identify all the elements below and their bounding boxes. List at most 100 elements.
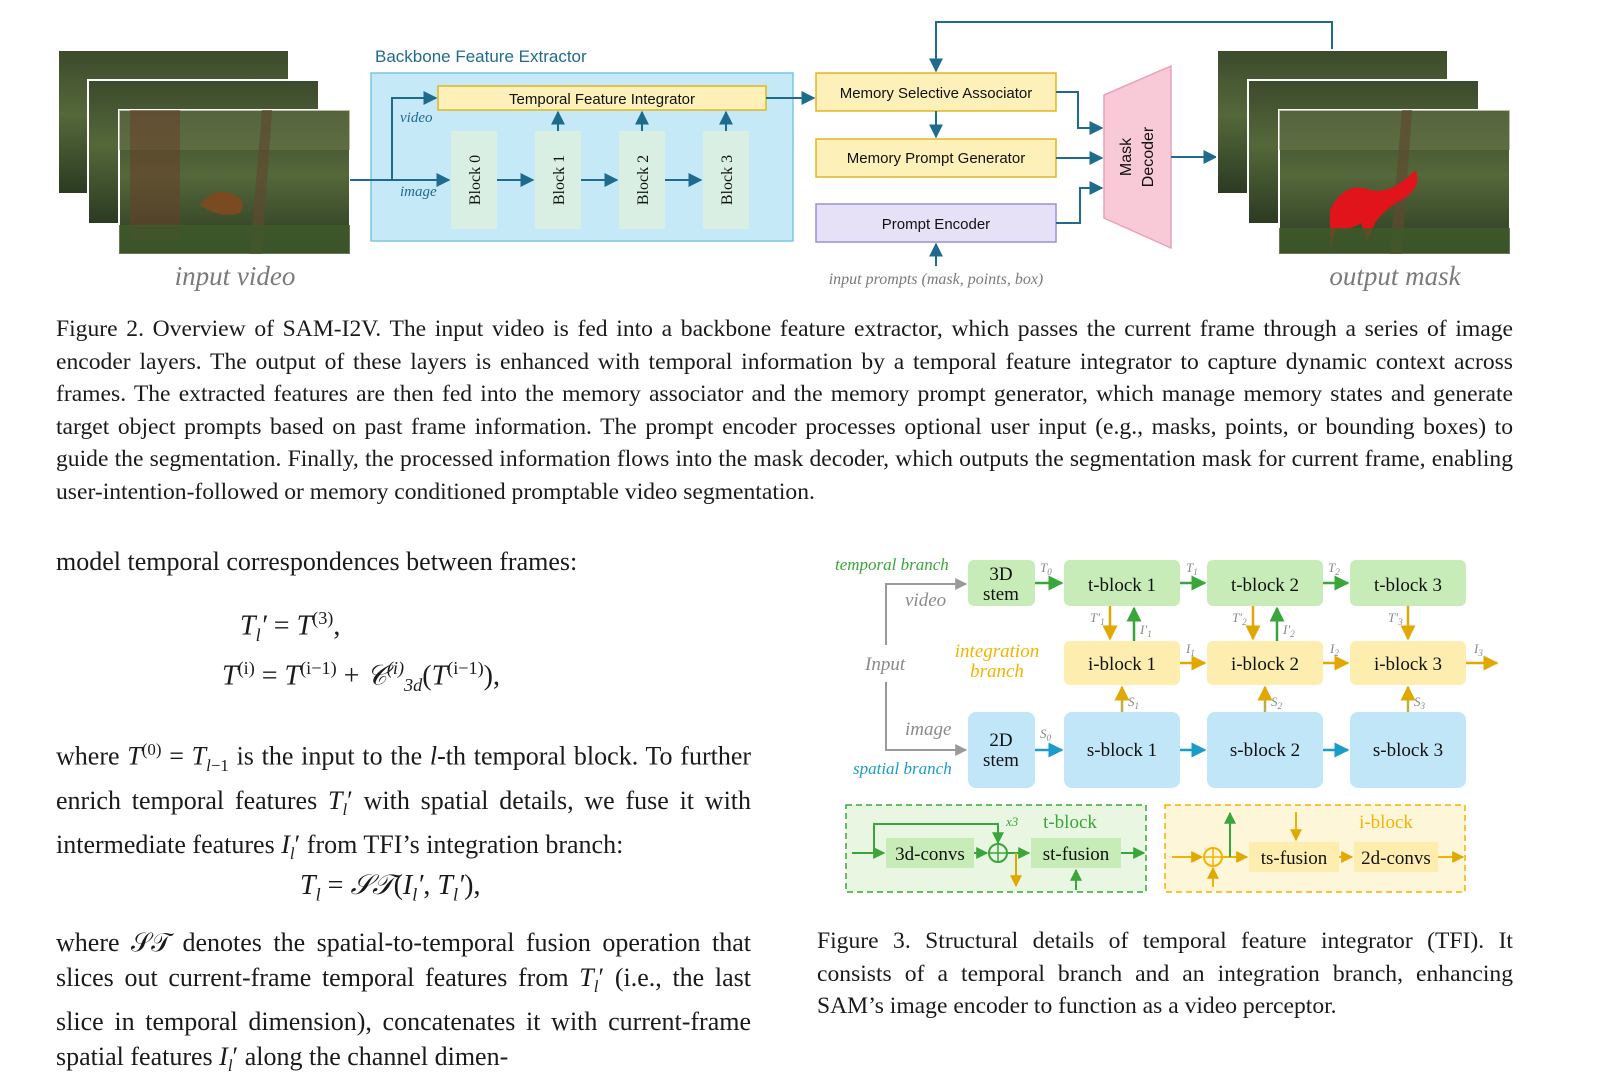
temporal-branch-label: temporal branch	[835, 555, 949, 574]
s-block-3-label: s-block 3	[1373, 740, 1443, 761]
i-block-1-label: i-block 1	[1088, 654, 1156, 675]
2d-convs-box	[1354, 842, 1438, 872]
s-block-3	[1350, 712, 1466, 788]
para1-b: is the input to the	[236, 741, 423, 771]
input-video-label: input video	[175, 261, 296, 291]
dog-shape	[200, 191, 243, 215]
i-block-detail-box	[1164, 804, 1466, 893]
segmented-dog-mask	[1330, 170, 1418, 247]
t-block-detail-title: t-block	[1043, 812, 1097, 833]
output-mask-frames	[1216, 49, 1511, 255]
stem-3d	[968, 560, 1035, 606]
spatial-branch-label: spatial branch	[853, 759, 952, 778]
output-mask-label: output mask	[1329, 261, 1461, 291]
t-block-1	[1064, 560, 1180, 606]
t-block-detail-box	[845, 804, 1147, 893]
i-block-3-label: i-block 3	[1374, 654, 1442, 675]
svg-text:I3: I3	[1473, 641, 1483, 658]
ts-fusion-label: ts-fusion	[1261, 848, 1328, 869]
i-block-2	[1207, 641, 1323, 685]
stem-3d-line2: stem	[983, 584, 1019, 605]
block-2	[619, 131, 665, 229]
svg-text:S3: S3	[1414, 694, 1426, 711]
st-fusion-box	[1031, 838, 1121, 868]
t-block-2-label: t-block 2	[1231, 575, 1299, 596]
tfi-box	[437, 85, 767, 111]
t-block-3	[1350, 560, 1466, 606]
s-block-2	[1207, 712, 1323, 788]
t-block-2	[1207, 560, 1323, 606]
svg-text:T2: T2	[1328, 560, 1340, 577]
input-label: Input	[864, 654, 906, 675]
para2-c: (i.e., the last slice in temporal dimens…	[56, 963, 752, 1072]
para2-d: along the channel dimen-	[244, 1042, 509, 1072]
s-block-1	[1064, 712, 1180, 788]
svg-text:I2: I2	[1329, 641, 1339, 658]
memory-selective-associator-box	[815, 72, 1057, 112]
image-label: image	[905, 719, 951, 740]
equation-1: Tl′ = T(3),	[240, 608, 341, 645]
t-block-1-label: t-block 1	[1088, 575, 1156, 596]
para2-a: where	[56, 928, 120, 957]
svg-text:T1: T1	[1186, 560, 1198, 577]
block-3	[703, 131, 749, 229]
svg-text:T′3: T′3	[1388, 610, 1403, 627]
svg-text:S2: S2	[1271, 694, 1283, 711]
symbol-labels: T0 T1 T2 T′1 I′1 T′2 I′2 T′3 I1 I2 I3 S1…	[1040, 560, 1483, 743]
s-block-2-label: s-block 2	[1230, 740, 1300, 761]
add-icon	[988, 843, 1008, 863]
i-block-1	[1064, 641, 1180, 685]
svg-text:T0: T0	[1040, 560, 1052, 577]
encoder-blocks: Block 0 Block 1 Block 2 Block 3	[451, 131, 749, 229]
body-paragraph-1: where T(0) = Tl−1 is the input to the l-…	[56, 740, 752, 864]
para1-a: where	[56, 741, 120, 771]
stem-2d	[968, 712, 1035, 788]
3d-convs-box	[886, 838, 974, 868]
tfi-label: Temporal Feature Integrator	[509, 91, 695, 108]
body-paragraph-2: where 𝒮𝒯 denotes the spatial-to-temporal…	[56, 928, 752, 1076]
st-fusion-label: st-fusion	[1043, 844, 1110, 865]
svg-text:T′1: T′1	[1090, 610, 1105, 627]
para2-b: denotes the spatial-to-temporal fusion o…	[56, 928, 751, 992]
video-label: video	[905, 590, 946, 611]
image-tag: image	[400, 184, 437, 200]
svg-text:I′2: I′2	[1282, 622, 1295, 639]
stem-2d-line2: stem	[983, 750, 1019, 771]
i-block-3	[1350, 641, 1466, 685]
i-block-detail-title: i-block	[1359, 812, 1413, 833]
figure-2-diagram: input video Backbone Feature Extractor v…	[57, 21, 1511, 291]
svg-text:T′2: T′2	[1232, 610, 1247, 627]
svg-text:I1: I1	[1185, 641, 1195, 658]
mask-decoder-line2: Decoder	[1140, 126, 1157, 187]
block-3-label: Block 3	[719, 155, 736, 205]
s-block-1-label: s-block 1	[1087, 740, 1157, 761]
memory-prompt-generator-box	[815, 138, 1057, 178]
mask-decoder-line1: Mask	[1118, 137, 1135, 176]
para1-c: -th temporal block. To further enrich te…	[56, 741, 752, 815]
figure-2-caption: Figure 2. Overview of SAM-I2V. The input…	[56, 316, 1513, 505]
integration-branch-label-1: integration	[955, 641, 1039, 662]
mask-decoder-box	[1103, 64, 1172, 250]
para1-e: from TFI’s integration branch:	[306, 830, 624, 860]
block-0	[451, 131, 497, 229]
memory-selective-associator-label: Memory Selective Associator	[840, 85, 1033, 102]
svg-text:S1: S1	[1128, 694, 1139, 711]
t-block-repeat: x3	[1005, 814, 1019, 829]
block-2-label: Block 2	[635, 155, 652, 205]
input-prompts-label: input prompts (mask, points, box)	[829, 271, 1044, 288]
equation-2: T(i) = T(i−1) + 𝒞(i)3d(T(i−1)),	[222, 658, 500, 695]
ts-fusion-box	[1249, 842, 1339, 872]
block-1-label: Block 1	[551, 155, 568, 205]
add-icon-2	[1203, 847, 1223, 867]
para1-d: with spatial details, we fuse it with in…	[56, 785, 752, 860]
stem-3d-line1: 3D	[989, 564, 1012, 585]
input-video-frames	[57, 49, 351, 255]
body-intro: model temporal correspondences between f…	[56, 547, 578, 576]
svg-text:S0: S0	[1040, 726, 1052, 743]
svg-text:I′1: I′1	[1139, 622, 1152, 639]
2d-convs-label: 2d-convs	[1361, 848, 1431, 869]
stem-2d-line1: 2D	[989, 730, 1012, 751]
prompt-encoder-label: Prompt Encoder	[882, 216, 990, 233]
3d-convs-label: 3d-convs	[895, 844, 965, 865]
block-1	[535, 131, 581, 229]
